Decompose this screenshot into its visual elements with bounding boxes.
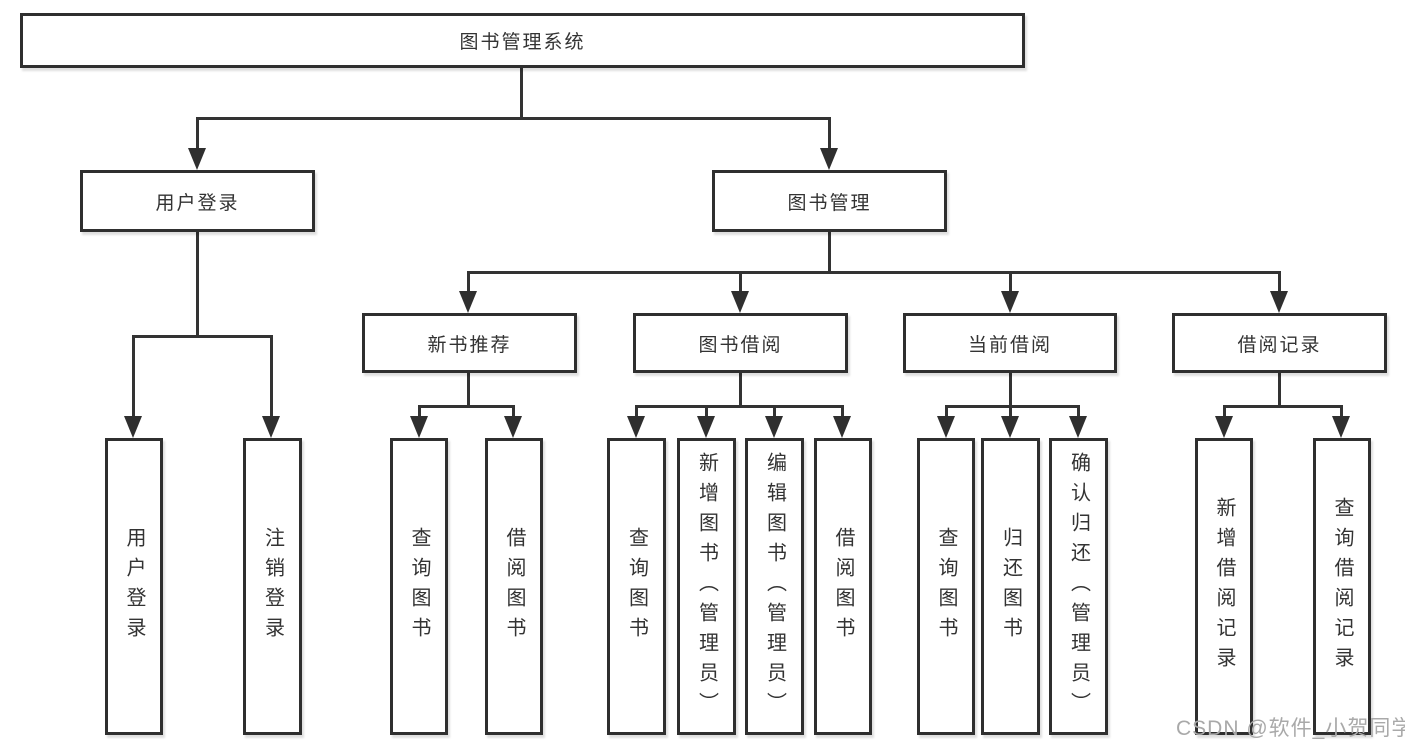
connector-newbook-bar xyxy=(418,405,515,408)
connector-leaf-drop xyxy=(1223,405,1226,420)
connector-book-mgmt-drop xyxy=(828,118,831,151)
connector-root-stub xyxy=(520,68,523,119)
node-book-borrow: 图书借阅 xyxy=(633,313,848,373)
node-label: 借阅图书 xyxy=(503,526,525,647)
leaf-query-borrow-record: 查询借阅记录 xyxy=(1313,438,1371,735)
arrow-down-icon xyxy=(124,416,142,438)
arrow-down-icon xyxy=(627,416,645,438)
node-label: 图书管理 xyxy=(787,192,872,214)
leaf-add-borrow-record: 新增借阅记录 xyxy=(1195,438,1253,735)
node-label: 查询借阅记录 xyxy=(1331,496,1353,677)
csdn-watermark: CSDN @软件_小贺同学 xyxy=(1176,717,1405,740)
connector-user-login-bar xyxy=(132,335,273,338)
arrow-down-icon xyxy=(410,416,428,438)
leaf-return-books: 归还图书 xyxy=(981,438,1040,735)
node-label: 图书管理系统 xyxy=(459,32,586,53)
connector-records-bar xyxy=(1223,405,1343,408)
connector-borrow-stub xyxy=(739,370,742,407)
connector-leaf-drop xyxy=(1077,405,1080,420)
node-book-mgmt: 图书管理 xyxy=(712,170,947,232)
connector-leaf-drop xyxy=(1009,405,1012,420)
connector-leaf-drop xyxy=(270,335,273,418)
arrow-down-icon xyxy=(731,291,749,313)
node-label: 新书推荐 xyxy=(427,334,512,356)
leaf-query-books: 查询图书 xyxy=(917,438,975,735)
arrow-down-icon xyxy=(1001,291,1019,313)
node-label: 查询图书 xyxy=(935,526,957,647)
connector-leaf-drop xyxy=(635,405,638,420)
leaf-user-login: 用户登录 xyxy=(105,438,163,735)
node-label: 用户登录 xyxy=(123,526,145,647)
node-label: 图书借阅 xyxy=(698,334,783,356)
node-label: 编辑图书（管理员） xyxy=(763,451,786,722)
arrow-down-icon xyxy=(504,416,522,438)
connector-leaf-drop xyxy=(132,335,135,418)
connector-leaf-drop xyxy=(512,405,515,420)
node-label: 归还图书 xyxy=(999,526,1022,647)
node-new-book-rec: 新书推荐 xyxy=(362,313,577,373)
connector-leaf-drop xyxy=(945,405,948,420)
leaf-query-books: 查询图书 xyxy=(607,438,666,735)
leaf-borrow-books: 借阅图书 xyxy=(485,438,543,735)
node-label: 新增借阅记录 xyxy=(1213,496,1235,677)
node-label: 查询图书 xyxy=(625,526,648,647)
arrow-down-icon xyxy=(1270,291,1288,313)
node-label: 借阅记录 xyxy=(1237,334,1322,356)
leaf-borrow-books: 借阅图书 xyxy=(814,438,872,735)
connector-leaf-drop xyxy=(1278,272,1281,295)
connector-leaf-drop xyxy=(705,405,708,420)
connector-user-login-stub xyxy=(196,231,199,337)
leaf-confirm-return-admin: 确认归还（管理员） xyxy=(1049,438,1108,735)
node-label: 借阅图书 xyxy=(832,526,854,647)
node-label: 新增图书（管理员） xyxy=(695,451,718,722)
node-root: 图书管理系统 xyxy=(20,13,1025,68)
leaf-edit-books-admin: 编辑图书（管理员） xyxy=(745,438,804,735)
arrow-down-icon xyxy=(820,148,838,170)
node-label: 注销登录 xyxy=(261,526,284,647)
leaf-query-books: 查询图书 xyxy=(390,438,448,735)
arrow-down-icon xyxy=(1332,416,1350,438)
connector-current-bar xyxy=(945,405,1079,408)
arrow-down-icon xyxy=(1001,416,1019,438)
connector-current-stub xyxy=(1009,370,1012,407)
connector-leaf-drop xyxy=(418,405,421,420)
leaf-add-books-admin: 新增图书（管理员） xyxy=(677,438,736,735)
arrow-down-icon xyxy=(697,416,715,438)
connector-leaf-drop xyxy=(1009,272,1012,295)
connector-level3-bar xyxy=(467,271,1281,274)
node-label: 当前借阅 xyxy=(967,334,1052,356)
node-label: 用户登录 xyxy=(155,192,240,214)
arrow-down-icon xyxy=(833,416,851,438)
node-label: 确认归还（管理员） xyxy=(1067,451,1090,722)
connector-leaf-drop xyxy=(1340,405,1343,420)
connector-records-stub xyxy=(1278,370,1281,407)
connector-user-login-drop xyxy=(196,118,199,151)
node-current-borrow: 当前借阅 xyxy=(903,313,1117,373)
arrow-down-icon xyxy=(188,148,206,170)
leaf-logout: 注销登录 xyxy=(243,438,302,735)
connector-borrow-bar xyxy=(635,405,844,408)
connector-leaf-drop xyxy=(841,405,844,420)
arrow-down-icon xyxy=(262,416,280,438)
node-label: 查询图书 xyxy=(408,526,430,647)
connector-leaf-drop xyxy=(739,272,742,295)
arrow-down-icon xyxy=(459,291,477,313)
node-borrow-records: 借阅记录 xyxy=(1172,313,1387,373)
arrow-down-icon xyxy=(1215,416,1233,438)
arrow-down-icon xyxy=(937,416,955,438)
connector-book-mgmt-stub xyxy=(828,231,831,273)
arrow-down-icon xyxy=(1069,416,1087,438)
connector-leaf-drop xyxy=(773,405,776,420)
connector-newbook-stub xyxy=(467,370,470,407)
node-user-login: 用户登录 xyxy=(80,170,315,232)
arrow-down-icon xyxy=(765,416,783,438)
connector-leaf-drop xyxy=(467,272,470,295)
connector-level2-bar xyxy=(196,117,831,120)
